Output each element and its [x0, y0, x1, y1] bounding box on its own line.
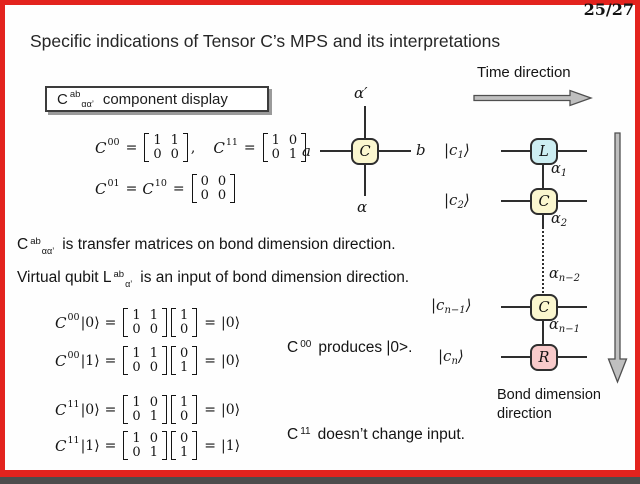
window-bottom-edge: [0, 477, 640, 484]
bond-direction-label: Bond dimension direction: [497, 387, 601, 422]
tensor-left-leg: [320, 150, 351, 152]
slide-title: Specific indications of Tensor C’s MPS a…: [30, 31, 501, 51]
tensor-bottom-leg: [364, 165, 366, 196]
bond-label-alpha-n-1: αn−1: [549, 317, 580, 335]
bond-direction-arrow-icon: [607, 132, 628, 384]
bond-label-alpha1: α1: [551, 161, 568, 179]
c01-symbol: C: [95, 179, 107, 198]
component-box-label: component display: [102, 90, 228, 108]
bond-label-alpha2: α2: [551, 211, 568, 229]
chain-L-left-leg: [501, 150, 530, 152]
tensor-top-index-label: α′: [354, 84, 368, 102]
chain-R-left-leg: [501, 356, 530, 358]
bond-line-C-dots: [542, 215, 544, 227]
tensor-left-index-label: a: [302, 142, 311, 160]
chain-node-C: C: [530, 188, 558, 215]
tensor-node-C: C: [351, 138, 379, 165]
bond-line-C2-R: [542, 321, 544, 345]
chain-C2-right-leg: [558, 306, 587, 308]
bond-dotted-line: [542, 227, 544, 293]
bond-label-alpha-n-2: αn−2: [549, 266, 580, 284]
tensor-top-leg: [364, 106, 366, 138]
bond-line-L-C: [542, 165, 544, 189]
ket-cn: |cn⟩: [438, 347, 464, 367]
chain-node-L: L: [530, 138, 558, 165]
chain-C2-left-leg: [501, 306, 530, 308]
chain-C-left-leg: [501, 200, 530, 202]
chain-node-R: R: [530, 344, 558, 371]
chain-node-C2: C: [530, 294, 558, 321]
chain-R-right-leg: [558, 356, 587, 358]
ket-c2: |c2⟩: [444, 191, 470, 211]
c00-symbol: C: [95, 138, 107, 157]
component-box-superscript: ab: [69, 88, 81, 100]
page-number: 25/27: [583, 0, 634, 19]
chain-L-right-leg: [558, 150, 587, 152]
c11-symbol: C: [213, 138, 225, 157]
time-direction-arrow-icon: [473, 89, 593, 107]
component-box-symbol: C: [57, 90, 68, 108]
c10-symbol: C: [142, 179, 154, 198]
tensor-right-leg: [379, 150, 411, 152]
tensor-bottom-index-label: α: [357, 198, 368, 216]
ket-c1: |c1⟩: [444, 141, 470, 161]
ket-cn-1: |cn−1⟩: [431, 296, 472, 316]
time-direction-label: Time direction: [477, 64, 571, 81]
tensor-right-index-label: b: [416, 141, 426, 159]
chain-C-right-leg: [558, 200, 587, 202]
component-box-subscript: αα’: [81, 99, 94, 109]
